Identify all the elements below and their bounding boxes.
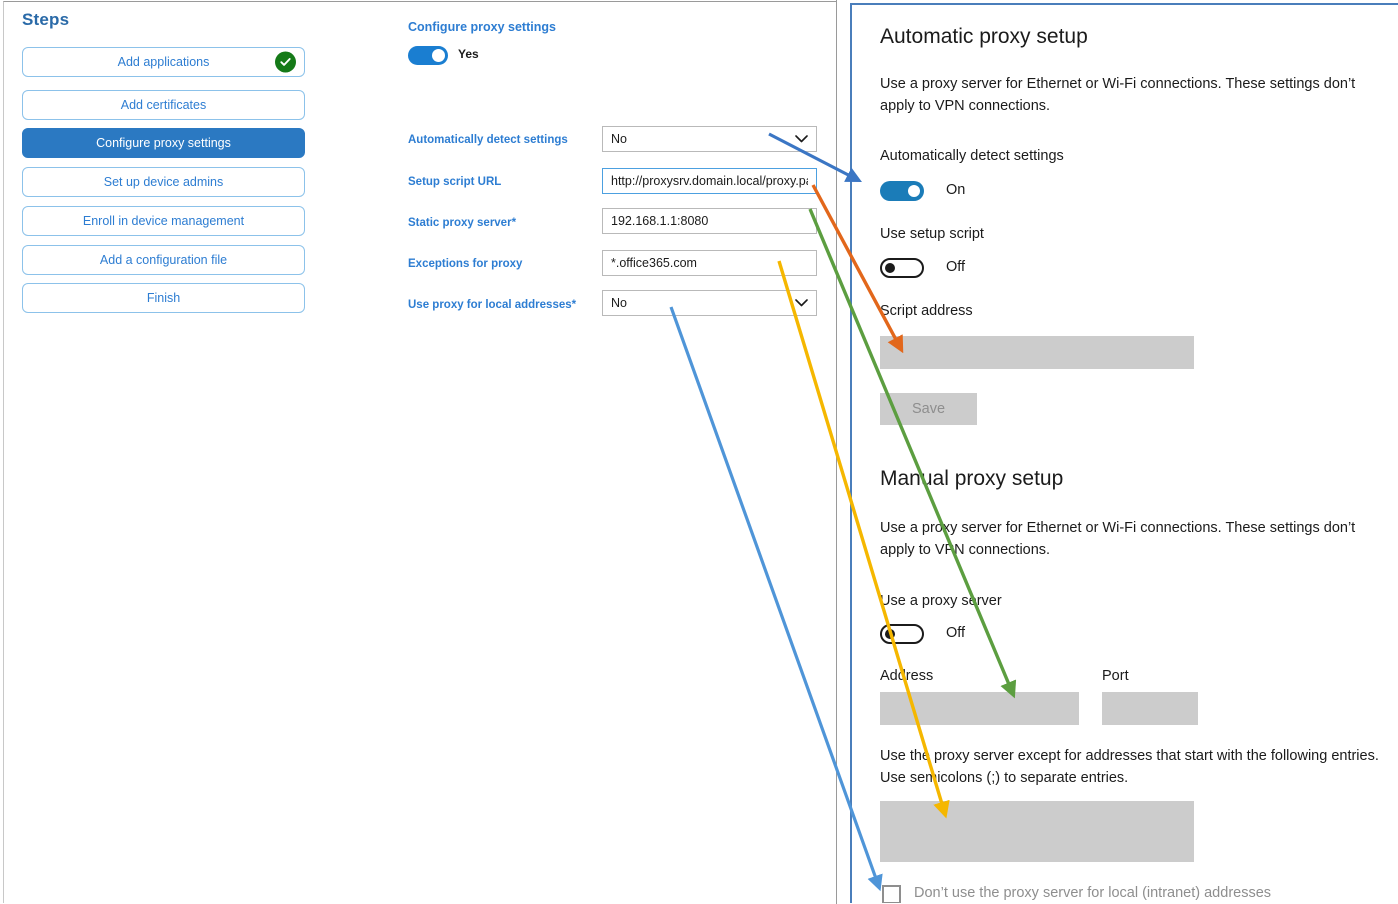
windows-proxy-settings-panel: Automatic proxy setup Use a proxy server… [850, 3, 1398, 903]
port-input[interactable] [1102, 692, 1198, 725]
sidebar-item-label: Add applications [117, 55, 210, 69]
port-label: Port [1102, 668, 1129, 684]
chevron-down-icon [795, 135, 808, 143]
address-label: Address [880, 668, 934, 684]
script-address-label: Script address [880, 303, 973, 319]
select-use-proxy-for-local-addresses[interactable]: No [602, 290, 817, 316]
automatically-detect-settings-toggle-value: On [946, 182, 966, 198]
sidebar-item-add-certificates[interactable]: Add certificates [22, 90, 305, 120]
use-a-proxy-server-toggle-value: Off [946, 625, 966, 641]
sidebar-item-set-up-device-admins[interactable]: Set up device admins [22, 167, 305, 197]
select-value: No [611, 296, 627, 310]
input-static-proxy-server[interactable]: 192.168.1.1:8080 [602, 208, 817, 234]
script-address-input[interactable] [880, 336, 1194, 369]
sidebar-item-label: Finish [146, 291, 181, 305]
check-circle-icon [275, 51, 296, 73]
input-value: *.office365.com [611, 256, 697, 270]
toggle-knob [908, 185, 920, 197]
use-a-proxy-server-label: Use a proxy server [880, 593, 1002, 609]
sidebar-item-label: Add a configuration file [99, 253, 228, 267]
input-value: http://proxysrv.domain.local/proxy.pa [611, 174, 808, 188]
steps-title: Steps [22, 10, 70, 29]
local-addresses-checkbox[interactable] [882, 885, 901, 903]
address-input[interactable] [880, 692, 1079, 725]
automatically-detect-settings-label: Automatically detect settings [880, 148, 1064, 164]
exceptions-description: Use the proxy server except for addresse… [880, 748, 1379, 786]
configure-proxy-toggle[interactable] [408, 46, 448, 65]
use-a-proxy-server-toggle[interactable] [880, 624, 924, 644]
sidebar-item-finish[interactable]: Finish [22, 283, 305, 313]
sidebar-item-configure-proxy-settings[interactable]: Configure proxy settings [22, 128, 305, 158]
input-exceptions-for-proxy[interactable]: *.office365.com [602, 250, 817, 276]
sidebar-item-label: Configure proxy settings [96, 136, 231, 150]
toggle-knob [432, 49, 445, 62]
local-addresses-checkbox-label: Don’t use the proxy server for local (in… [914, 885, 1272, 901]
toggle-knob [885, 263, 895, 273]
use-setup-script-label: Use setup script [880, 226, 984, 242]
label-static-proxy-server: Static proxy server* [408, 217, 517, 229]
automatic-proxy-description: Use a proxy server for Ethernet or Wi-Fi… [880, 76, 1356, 114]
input-setup-script-url[interactable]: http://proxysrv.domain.local/proxy.pa [602, 168, 817, 194]
exceptions-input[interactable] [880, 801, 1194, 862]
sidebar-item-label: Set up device admins [103, 175, 224, 189]
sidebar-item-add-applications[interactable]: Add applications [22, 47, 305, 77]
label-exceptions-for-proxy: Exceptions for proxy [408, 258, 523, 270]
steps-sidebar: Steps Add applications Add certificates … [4, 2, 334, 902]
save-button[interactable]: Save [880, 393, 977, 425]
pane-divider [836, 0, 837, 904]
sidebar-item-add-a-configuration-file[interactable]: Add a configuration file [22, 245, 305, 275]
label-automatically-detect-settings: Automatically detect settings [408, 134, 568, 146]
use-setup-script-toggle[interactable] [880, 258, 924, 278]
label-setup-script-url: Setup script URL [408, 176, 502, 188]
select-automatically-detect-settings[interactable]: No [602, 126, 817, 152]
toggle-knob [885, 629, 895, 639]
automatically-detect-settings-toggle[interactable] [880, 181, 924, 201]
sidebar-item-label: Enroll in device management [82, 214, 245, 228]
chevron-down-icon [795, 299, 808, 307]
select-value: No [611, 132, 627, 146]
manual-proxy-description: Use a proxy server for Ethernet or Wi-Fi… [880, 520, 1356, 558]
input-value: 192.168.1.1:8080 [611, 214, 709, 228]
configure-proxy-toggle-value: Yes [458, 47, 479, 61]
automatic-proxy-heading: Automatic proxy setup [880, 25, 1088, 48]
sidebar-item-label: Add certificates [120, 98, 207, 112]
label-use-proxy-for-local-addresses: Use proxy for local addresses* [408, 299, 577, 311]
proxy-form: Configure proxy settings Yes Automatical… [340, 0, 836, 904]
manual-proxy-heading: Manual proxy setup [880, 467, 1064, 490]
form-heading: Configure proxy settings [408, 20, 556, 34]
use-setup-script-toggle-value: Off [946, 259, 966, 275]
sidebar-item-enroll-in-device-management[interactable]: Enroll in device management [22, 206, 305, 236]
